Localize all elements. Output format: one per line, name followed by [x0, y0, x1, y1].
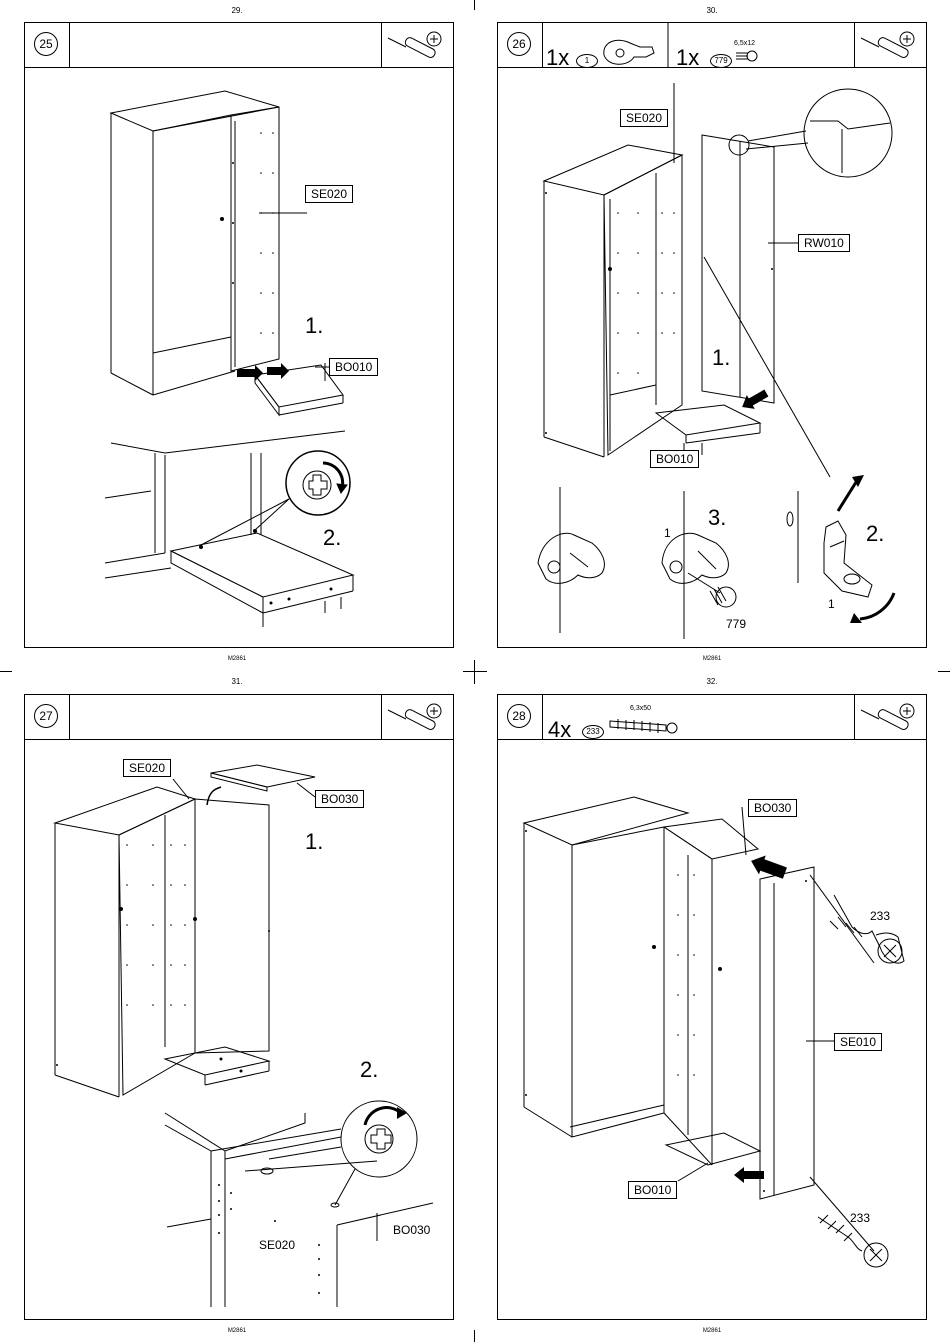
step-panel-25: 25 — [24, 22, 454, 648]
part-label-bo010: BO010 — [329, 358, 378, 376]
footer-code: M2861 — [207, 1328, 267, 1334]
callout-cam-1b: 1 — [828, 597, 835, 611]
callout-cam-1: 1 — [664, 526, 671, 540]
substep-1: 1. — [712, 345, 730, 371]
part-label-se020: SE020 — [123, 759, 171, 777]
crop-mark-bottom — [474, 1330, 475, 1342]
part-label-rw010: RW010 — [798, 234, 850, 252]
page-number: 30. — [682, 6, 742, 15]
crop-mark-center-h — [463, 671, 487, 672]
crop-mark-right — [938, 671, 950, 672]
substep-1: 1. — [305, 829, 323, 855]
part-label-bo030-detail: BO030 — [393, 1223, 430, 1237]
step-panel-28: 28 4x 233 6,3x50 — [497, 694, 927, 1320]
page-number: 31. — [207, 677, 267, 686]
page-number: 32. — [682, 677, 742, 686]
callout-screw-779: 779 — [726, 617, 746, 631]
callout-dowel-233-bottom: 233 — [850, 1211, 870, 1225]
footer-code: M2861 — [682, 656, 742, 662]
crop-mark-left — [0, 671, 12, 672]
page-number: 29. — [207, 6, 267, 15]
wardrobe-drawing-26 — [498, 23, 926, 647]
part-label-bo010: BO010 — [650, 450, 699, 468]
wardrobe-drawing-28 — [498, 695, 926, 1319]
step-panel-27: 27 — [24, 694, 454, 1320]
step-panel-26: 26 1x 1 1x 779 6,5x12 — [497, 22, 927, 648]
substep-2: 2. — [360, 1057, 378, 1083]
footer-code: M2861 — [682, 1328, 742, 1334]
footer-code: M2861 — [207, 656, 267, 662]
callout-dowel-233-top: 233 — [870, 909, 890, 923]
crop-mark-top — [474, 0, 475, 10]
part-label-se020: SE020 — [305, 185, 353, 203]
substep-2: 2. — [323, 525, 341, 551]
wardrobe-drawing-27 — [25, 695, 453, 1319]
part-label-bo010: BO010 — [628, 1181, 677, 1199]
crop-mark-center-v — [474, 660, 475, 684]
part-label-se020-detail: SE020 — [259, 1238, 295, 1252]
part-label-bo030: BO030 — [315, 790, 364, 808]
substep-2: 2. — [866, 521, 884, 547]
part-label-bo030: BO030 — [748, 799, 797, 817]
substep-1: 1. — [305, 313, 323, 339]
part-label-se010: SE010 — [834, 1033, 882, 1051]
wardrobe-drawing-25 — [25, 23, 453, 647]
substep-3: 3. — [708, 505, 726, 531]
part-label-se020: SE020 — [620, 109, 668, 127]
